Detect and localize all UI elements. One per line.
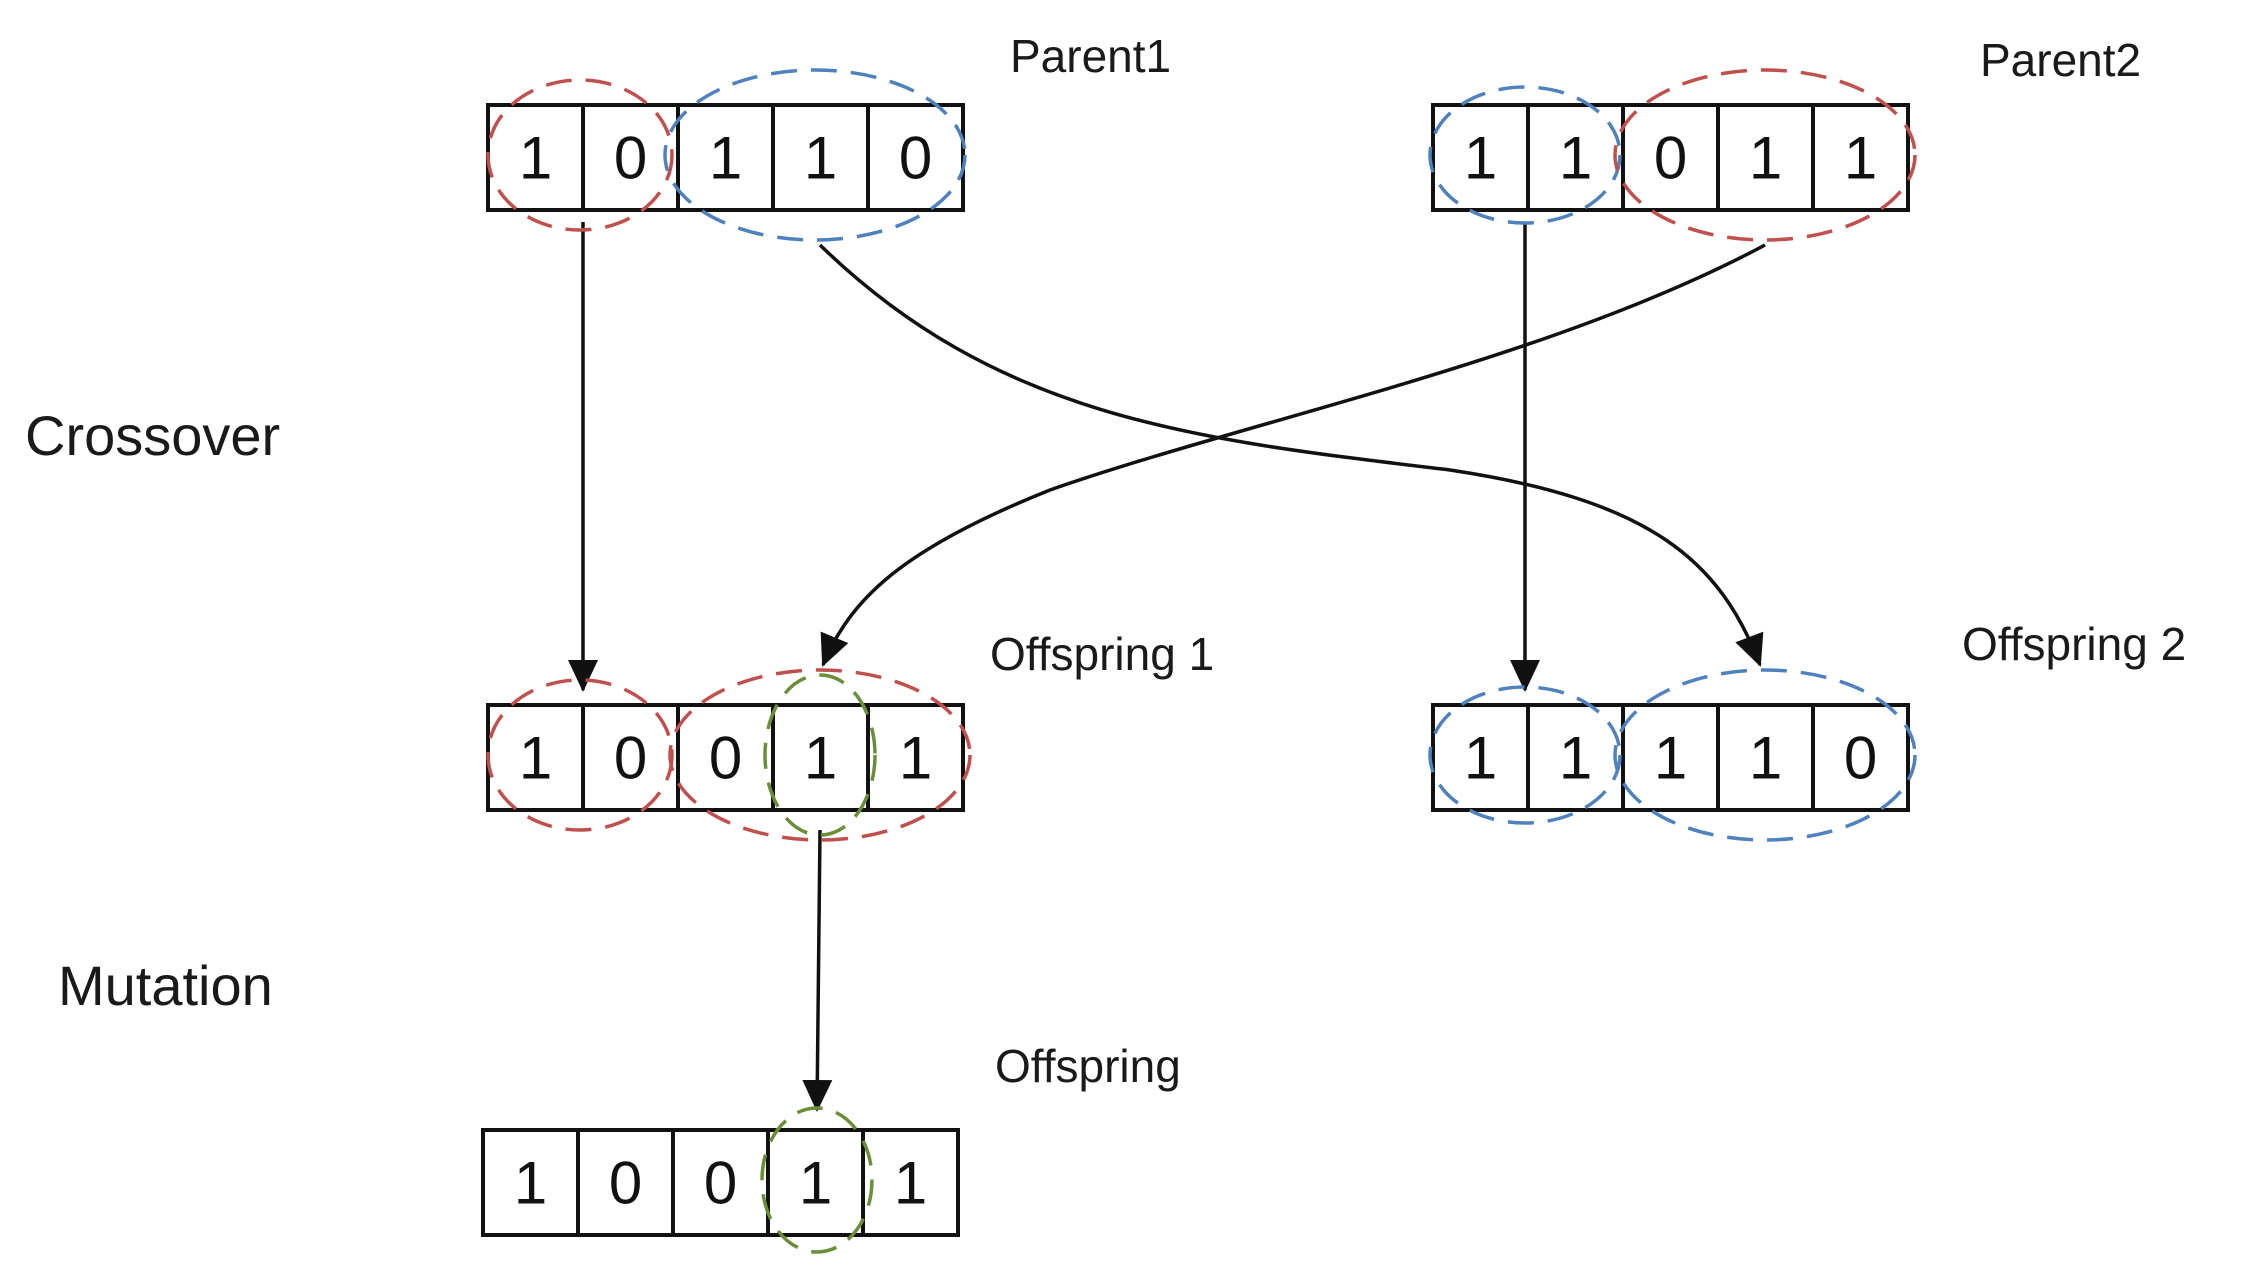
arrows	[568, 222, 1766, 1112]
offspring2-bit-3: 1	[1654, 725, 1687, 792]
offspring1-cell-5	[866, 703, 965, 812]
parent1-bit-2: 0	[614, 125, 647, 192]
parent2-cell-2	[1526, 103, 1625, 212]
parent1-bit-5: 0	[899, 125, 932, 192]
parent1-blue-group	[663, 68, 967, 242]
offspring-cell-2	[576, 1128, 675, 1237]
parent2-bit-3: 0	[1654, 125, 1687, 192]
offspring-label: Offspring	[995, 1040, 1181, 1092]
offspring-bit-3: 0	[704, 1150, 737, 1217]
offspring1-red-group-right	[668, 668, 972, 842]
offspring1-cell-1	[486, 703, 585, 812]
parent2-blue-group	[1428, 85, 1622, 225]
parent2-bit-4: 1	[1749, 125, 1782, 192]
arrow-offspring1-to-offspring	[802, 829, 833, 1112]
offspring2-blue-group-left	[1428, 685, 1622, 825]
parent1-cell-5	[866, 103, 965, 212]
parent1-cell-3	[676, 103, 775, 212]
crossover-label: Crossover	[25, 404, 280, 467]
offspring-bit-2: 0	[609, 1150, 642, 1217]
arrow-parent2-to-offspring1	[820, 243, 1766, 667]
offspring2-bit-5: 0	[1844, 725, 1877, 792]
offspring2-cell-4	[1716, 703, 1815, 812]
offspring2-blue-group-right	[1613, 668, 1917, 842]
parent1-bit-3: 1	[709, 125, 742, 192]
offspring-green-mutation-mark	[760, 1106, 874, 1254]
offspring2-cell-1	[1431, 703, 1530, 812]
offspring-bit-4: 1	[799, 1150, 832, 1217]
parent1-red-group	[486, 78, 674, 232]
parent1-label: Parent1	[1010, 30, 1171, 82]
parent2-bit-2: 1	[1559, 125, 1592, 192]
offspring-cell-1	[481, 1128, 580, 1237]
offspring1-bit-4: 1	[804, 725, 837, 792]
offspring-cell-3	[671, 1128, 770, 1237]
offspring2-bit-1: 1	[1464, 725, 1497, 792]
offspring1-green-mutation-mark	[763, 673, 877, 837]
offspring-bit-1: 1	[514, 1150, 547, 1217]
offspring1-bit-3: 0	[709, 725, 742, 792]
offspring2-bit-4: 1	[1749, 725, 1782, 792]
parent2-cell-5	[1811, 103, 1910, 212]
offspring2-label: Offspring 2	[1962, 618, 2186, 670]
offspring2-bit-2: 1	[1559, 725, 1592, 792]
offspring1-bit-1: 1	[519, 725, 552, 792]
offspring1-bit-2: 0	[614, 725, 647, 792]
offspring2-cell-3	[1621, 703, 1720, 812]
parent2-bit-1: 1	[1464, 125, 1497, 192]
arrow-parent1-to-offspring2	[818, 243, 1764, 667]
offspring-bit-5: 1	[894, 1150, 927, 1217]
offspring2-cell-5	[1811, 703, 1910, 812]
offspring1-cell-3	[676, 703, 775, 812]
group-ellipses	[486, 68, 1917, 1254]
parent1-bit-1: 1	[519, 125, 552, 192]
offspring-cell-5	[861, 1128, 960, 1237]
mutation-label: Mutation	[58, 954, 273, 1017]
parent2-label: Parent2	[1980, 34, 2141, 86]
parent2-red-group	[1613, 68, 1917, 242]
parent2-bit-5: 1	[1844, 125, 1877, 192]
offspring1-label: Offspring 1	[990, 628, 1214, 680]
parent1-bit-4: 1	[804, 125, 837, 192]
offspring1-bit-5: 1	[899, 725, 932, 792]
offspring1-red-group-left	[486, 678, 674, 832]
